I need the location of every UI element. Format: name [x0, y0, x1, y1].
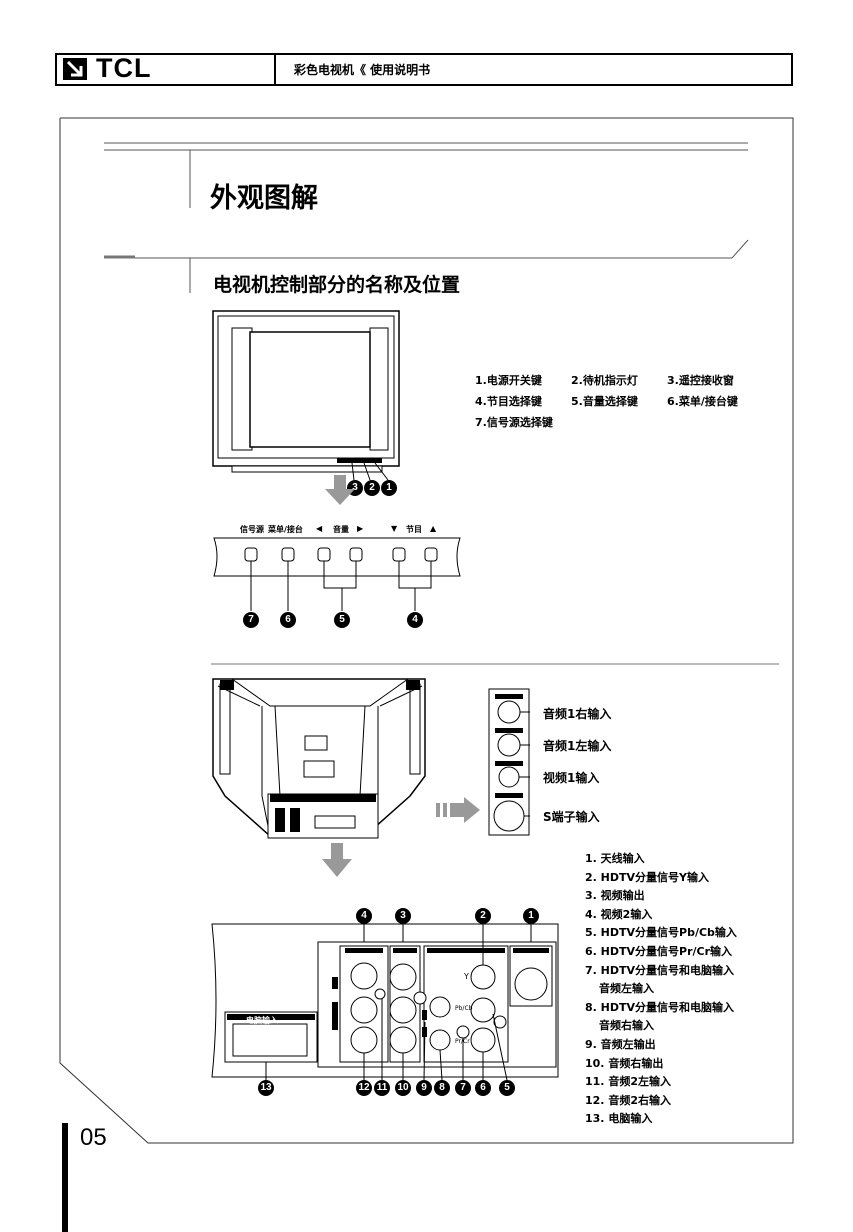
side-label-audio1-right: 音频1右输入 [543, 707, 612, 721]
panel-label-ch-down: ▼ [391, 524, 398, 533]
y-jack-label: Y [464, 972, 469, 981]
callout-1: 1 [381, 480, 397, 496]
side-label-s-video: S端子输入 [543, 810, 600, 824]
tv-front-diagram [212, 310, 400, 481]
callout-rear-10: 10 [395, 1080, 411, 1096]
callout-rear-9: 9 [416, 1080, 432, 1096]
tcl-logo-icon [63, 58, 87, 80]
arrow-down-icon [325, 475, 355, 505]
pb-jack-label: Pb/Cb [455, 1005, 473, 1012]
panel-label-source: 信号源 [240, 525, 264, 534]
section-title: 外观图解 [210, 183, 318, 214]
callout-rear-2: 2 [475, 908, 491, 924]
manual-title: 彩色电视机《 使用说明书 [294, 63, 431, 77]
control-panel-diagram [213, 537, 461, 611]
side-label-audio1-left: 音频1左输入 [543, 739, 612, 753]
callout-rear-13: 13 [258, 1080, 274, 1096]
panel-label-volume: 音量 [333, 525, 349, 534]
panel-label-channel: 节目 [406, 525, 422, 534]
callout-4: 4 [407, 612, 423, 628]
callout-6: 6 [280, 612, 296, 628]
callout-2: 2 [364, 480, 380, 496]
panel-label-ch-up: ▲ [430, 524, 437, 533]
side-av-panel-diagram [488, 688, 530, 836]
callout-5: 5 [334, 612, 350, 628]
callout-rear-4: 4 [356, 908, 372, 924]
panel-label-menu: 菜单/接台 [268, 525, 303, 534]
callout-7: 7 [243, 612, 259, 628]
page-header: TCL 彩色电视机《 使用说明书 [55, 53, 793, 86]
page-number: 05 [80, 1124, 107, 1151]
arrow-down-icon [322, 843, 352, 877]
pc-input-label: 电脑输入 [246, 1016, 278, 1025]
callout-rear-8: 8 [434, 1080, 450, 1096]
tv-rear-diagram [212, 678, 426, 839]
callout-rear-3: 3 [395, 908, 411, 924]
arrow-right-icon [436, 797, 480, 823]
callout-rear-6: 6 [475, 1080, 491, 1096]
rear-jack-panel-diagram [211, 922, 559, 1080]
section-subtitle: 电视机控制部分的名称及位置 [213, 274, 461, 296]
brand-name: TCL [96, 53, 152, 83]
side-label-video1: 视频1输入 [543, 771, 600, 785]
callout-rear-5: 5 [499, 1080, 515, 1096]
rear-port-list: 1. 天线输入 2. HDTV分量信号Y输入 3. 视频输出 4. 视频2输入 … [585, 852, 737, 1126]
panel-label-vol-left: ◀ [316, 524, 323, 533]
panel-label-vol-right: ▶ [357, 524, 364, 533]
callout-rear-7: 7 [455, 1080, 471, 1096]
callout-rear-11: 11 [374, 1080, 390, 1096]
pr-jack-label: Pr/Cr [455, 1038, 470, 1045]
callout-rear-1: 1 [523, 908, 539, 924]
callout-rear-12: 12 [356, 1080, 372, 1096]
